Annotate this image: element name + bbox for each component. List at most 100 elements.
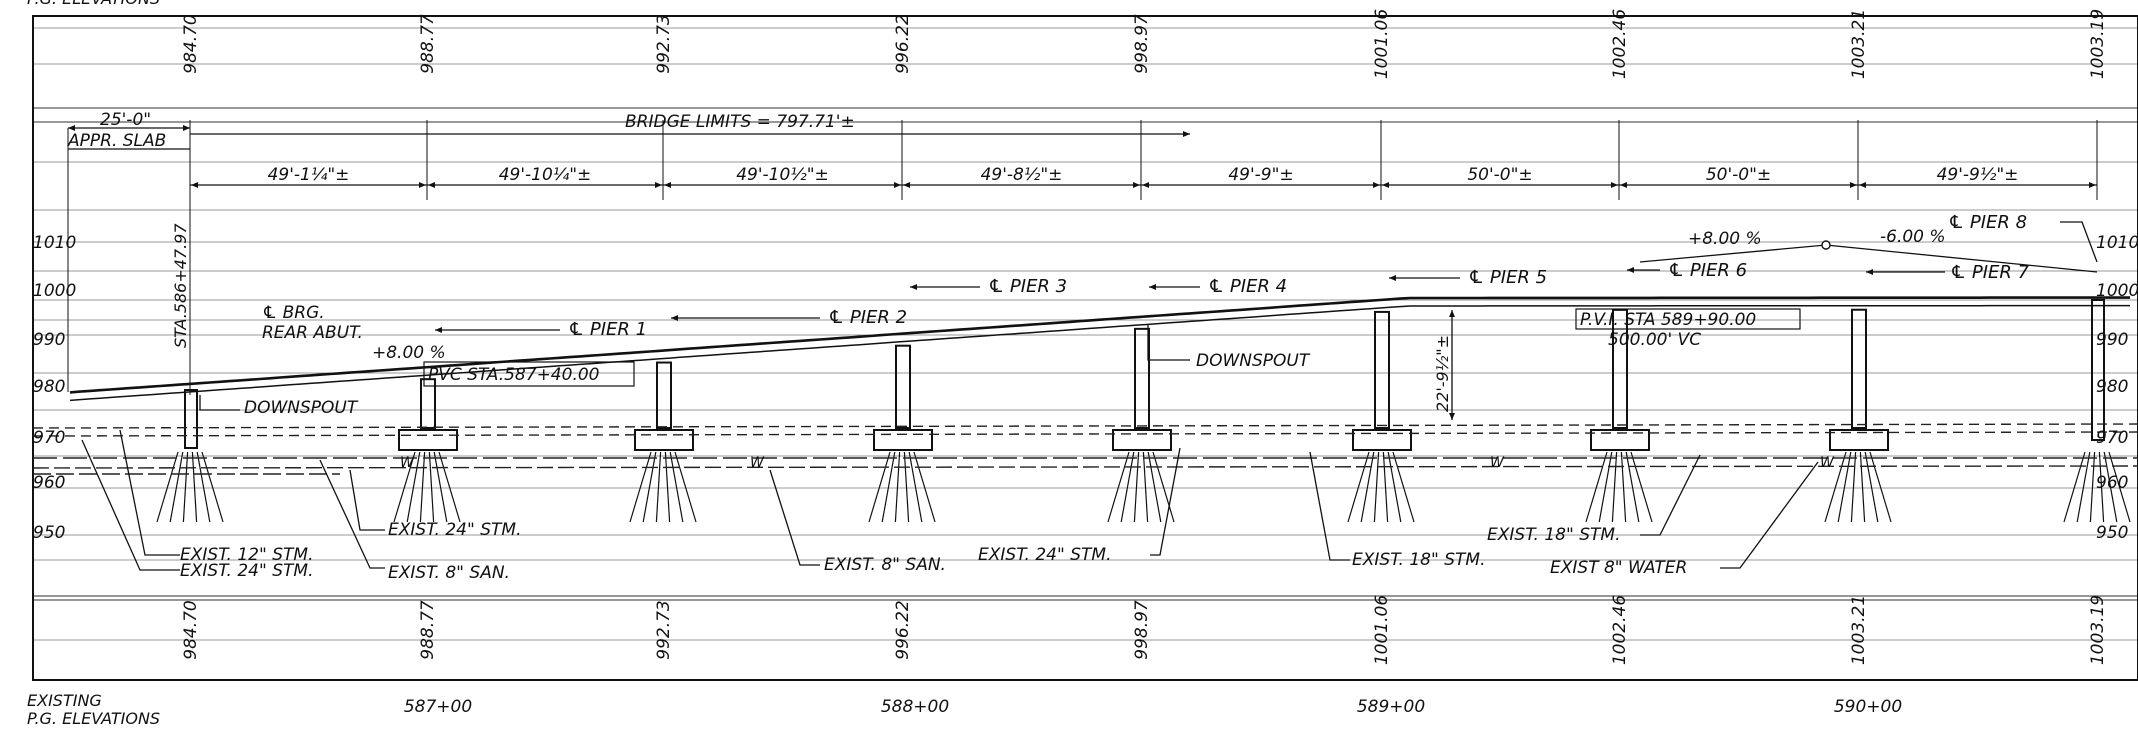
elevation-tick-right: 1000 [2096,281,2138,301]
bearing-label-line2: REAR ABUT. [262,323,363,343]
elevation-tick-left: 1000 [33,281,76,301]
arrowhead [1850,182,1857,188]
pile [1107,451,1130,523]
pile [169,451,184,523]
pile [903,451,910,523]
utility-label: EXIST. 24" STM. [978,545,1111,565]
pile [1611,451,1618,523]
pile [674,451,697,523]
span-dimension: 49'-9"± [1228,165,1293,185]
arrowhead [1373,182,1380,188]
leader-line [1720,461,1819,569]
pier-label-7: ℄ PIER 7 [1950,262,2030,283]
arrowhead [671,315,678,321]
existing-ground-line [32,423,2138,429]
leader-line [1640,454,1701,536]
pg-elevation-top: 988.77 [418,14,438,74]
bridge-limits-label: BRIDGE LIMITS = 797.71'± [625,112,855,132]
pier-column [1134,327,1150,429]
station-label: 590+00 [1834,697,1902,717]
arrowhead [894,182,901,188]
water-line-mark: W [750,455,765,471]
pg-elevation-top: 1002.46 [1610,9,1630,79]
pile [1347,451,1370,523]
grade-label: +8.00 % [372,343,446,363]
pile [1837,451,1852,523]
pile [1598,451,1613,523]
arrowhead [1627,267,1634,273]
pile [1630,451,1653,523]
downspout-label-1: DOWNSPOUT [244,398,359,418]
arrowhead [1866,269,1873,275]
arrowhead [1611,182,1618,188]
pile [406,451,421,523]
pile [428,451,435,523]
pile [642,451,657,523]
pg-elevation-bottom: 1001.06 [1372,595,1392,665]
pg-elevation-bottom: 984.70 [181,600,201,659]
arrowhead [68,125,75,131]
pile [419,451,426,523]
pile [2103,451,2118,523]
pg-elevation-bottom: 1003.21 [1849,595,1869,665]
pile [1585,451,1608,523]
pier-label-5: ℄ PIER 5 [1468,267,1547,288]
pier-footing [1112,429,1172,451]
pvi-marker [1821,240,1831,250]
structure [69,240,2131,523]
bearing-label-line1: ℄ BRG. [262,303,325,323]
arrowhead [664,182,671,188]
station-label: 587+00 [404,697,472,717]
grade-label-down: -6.00 % [1880,227,1946,247]
abutment [2091,299,2105,441]
span-dimension: 50'-0"± [1467,165,1532,185]
elevation-tick-left: 990 [33,330,65,350]
station-label: 588+00 [881,697,949,717]
elevation-tick-right: 970 [2096,428,2128,448]
pile [1133,451,1140,523]
pile [669,451,684,523]
downspout-leader [199,395,240,411]
pile [156,451,179,523]
leader-line [319,459,385,569]
pier-column [1851,308,1867,429]
pg-elevation-top: 992.73 [654,14,674,73]
grade-label-up: +8.00 % [1688,229,1762,249]
pg-elevation-top: 998.97 [1132,14,1152,74]
pile [1620,451,1627,523]
pg-elevation-top: 996.22 [893,14,913,73]
pier-footing [634,429,694,451]
pile [201,451,224,523]
pile [1824,451,1847,523]
footer-label-line2: P.G. ELEVATIONS [27,709,160,728]
pile [2108,451,2131,523]
pvi-label-line2: 500.00' VC [1608,330,1701,350]
pile [1850,451,1857,523]
pile [1147,451,1162,523]
arrowhead [191,182,198,188]
elevation-tick-left: 950 [33,523,65,543]
utility-label: EXIST 8" WATER [1550,558,1687,578]
pile [182,451,189,523]
pile [438,451,461,523]
downspout-leader [1147,325,1190,361]
arrowhead [2089,182,2096,188]
pg-elevation-bottom: 1002.46 [1610,595,1630,665]
arrowhead [428,182,435,188]
pile [1373,451,1380,523]
pile [1152,451,1175,523]
arrowhead [1183,131,1190,137]
pvi-label-line1: P.V.I. STA 589+90.00 [1580,310,1756,330]
pier-label-6: ℄ PIER 6 [1668,260,1747,281]
pier-footing [1352,429,1412,451]
arrowhead [1142,182,1149,188]
pvi-box [1575,308,1801,330]
pier-column [895,344,911,429]
pvc-box [423,361,635,387]
pg-elevation-top: 1003.21 [1849,9,1869,79]
footer-label-line1: EXISTING [27,691,102,710]
pile [1869,451,1892,523]
pile [2076,451,2091,523]
pg-elevation-top: 1003.19 [2088,9,2108,79]
